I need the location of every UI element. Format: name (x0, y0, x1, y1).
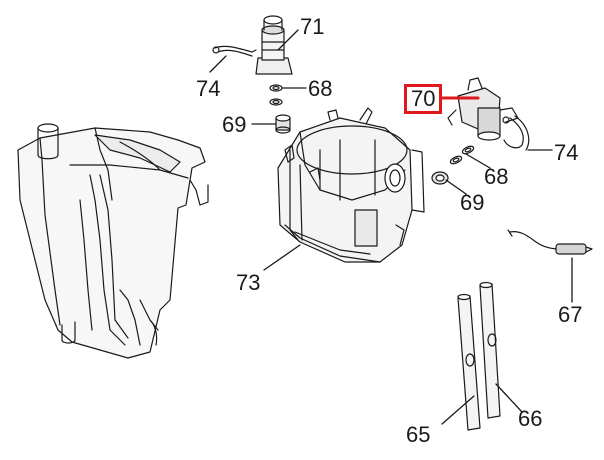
callout-67: 67 (558, 302, 583, 327)
valve-70-part (447, 77, 519, 141)
fitting-69-top-part (275, 114, 291, 134)
fitting-69-right-part (431, 171, 449, 185)
callout-69-right: 69 (460, 190, 485, 215)
callout-68-top: 68 (308, 76, 333, 101)
clip-74-right-part (502, 115, 530, 151)
leader-66 (495, 383, 523, 413)
callout-71: 71 (300, 14, 325, 39)
boiler-73-part (277, 107, 425, 263)
leader-69-right (445, 179, 467, 195)
leader-71 (277, 29, 299, 51)
leader-73 (263, 244, 301, 271)
leader-74-top (209, 55, 227, 73)
leader-lines (209, 29, 573, 425)
clip-74-top-part (212, 45, 257, 57)
leader-68-right (465, 153, 491, 169)
valve-71-part (255, 15, 293, 75)
callout-73: 73 (236, 270, 261, 295)
leader-65 (441, 395, 475, 425)
callout-69-top: 69 (222, 112, 247, 137)
callout-70-highlighted: 70 (404, 84, 443, 114)
water-tank-part (17, 123, 209, 359)
seal-68-right-part (449, 145, 475, 165)
callout-65: 65 (406, 422, 431, 447)
sensor-67-part (507, 229, 593, 255)
tube-65-part (457, 293, 481, 431)
callout-74-right: 74 (554, 140, 579, 165)
callout-74-top: 74 (196, 76, 221, 101)
tube-66-part (479, 281, 501, 419)
seal-68-top-part (269, 84, 283, 106)
callout-66: 66 (518, 406, 543, 431)
callout-68-right: 68 (484, 164, 509, 189)
